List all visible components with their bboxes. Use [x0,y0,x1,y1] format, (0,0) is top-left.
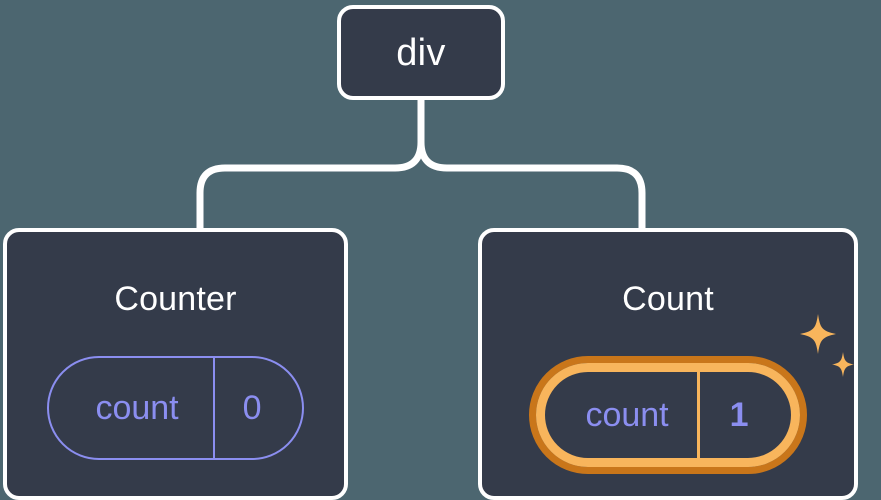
state-pill[interactable]: count 1 [536,363,800,467]
state-key: count [585,396,669,434]
node-title: Counter [114,280,237,318]
node-root-label: div [396,31,446,74]
state-pill-wrapper-highlighted: count 1 [529,356,807,474]
state-key: count [95,389,179,427]
node-card-counter[interactable]: Counter count 0 [3,228,348,500]
node-root-div[interactable]: div [337,5,505,100]
state-pill-highlight-ring: count 1 [529,356,807,474]
node-card-count[interactable]: Count count 1 [478,228,858,500]
state-value: 1 [696,372,791,458]
state-pill-wrapper: count 0 [47,356,304,460]
state-pill[interactable]: count 0 [47,356,304,460]
state-value: 0 [212,358,302,458]
node-title: Count [622,280,714,318]
